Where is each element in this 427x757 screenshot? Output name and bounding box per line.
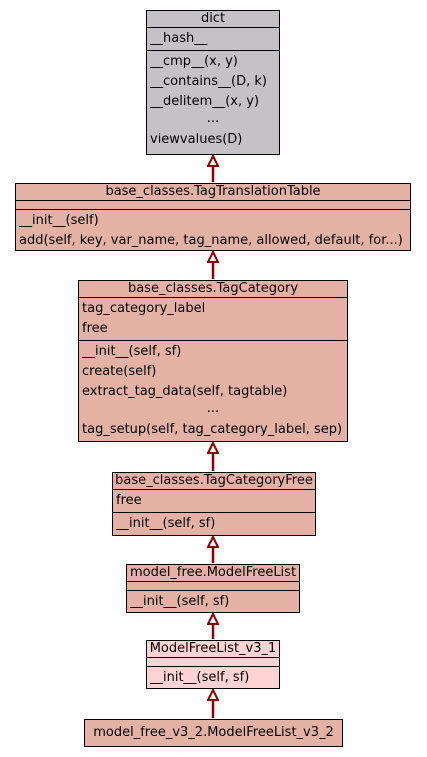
attributes-section — [16, 201, 410, 210]
method-ellipsis: ... — [206, 112, 220, 126]
class-title: base_classes.TagCategory — [79, 281, 347, 298]
methods-section: __init__(self) add(self, key, var_name, … — [16, 210, 410, 252]
class-title: base_classes.TagTranslationTable — [16, 184, 410, 201]
attributes-section: __hash__ — [147, 28, 279, 51]
attribute: free — [116, 493, 142, 508]
methods-section: __init__(self, sf) — [113, 513, 315, 535]
method: create(self) — [82, 364, 157, 379]
method: extract_tag_data(self, tagtable) — [82, 384, 288, 399]
method-ellipsis: ... — [206, 402, 220, 416]
methods-section: __init__(self, sf) create(self) extract_… — [79, 341, 347, 441]
method: __init__(self) — [19, 213, 99, 228]
class-model-free-list-v3-1[interactable]: ModelFreeList_v3_1 __init__(self, sf) — [146, 640, 280, 689]
method: __contains__(D, k) — [150, 74, 267, 89]
methods-section: __init__(self, sf) — [147, 667, 279, 689]
attribute: free — [82, 321, 108, 336]
method: __init__(self, sf) — [150, 670, 250, 685]
attributes-section: free — [113, 490, 315, 513]
class-title: dict — [147, 11, 279, 28]
method: __delitem__(x, y) — [150, 94, 260, 109]
class-model-free-list-v3-2[interactable]: model_free_v3_2.ModelFreeList_v3_2 — [84, 719, 343, 747]
class-tag-translation-table[interactable]: base_classes.TagTranslationTable __init_… — [15, 183, 411, 251]
method: viewvalues(D) — [150, 132, 243, 147]
attributes-section: tag_category_label free — [79, 298, 347, 341]
attributes-section — [147, 658, 279, 667]
class-title: base_classes.TagCategoryFree — [113, 473, 315, 490]
class-title: ModelFreeList_v3_1 — [147, 641, 279, 658]
attributes-section — [127, 582, 299, 591]
class-title: model_free_v3_2.ModelFreeList_v3_2 — [93, 725, 334, 740]
methods-section: __init__(self, sf) — [127, 591, 299, 613]
attribute: __hash__ — [150, 31, 208, 46]
method: __init__(self, sf) — [130, 594, 230, 609]
class-tag-category-free[interactable]: base_classes.TagCategoryFree free __init… — [112, 472, 316, 536]
methods-section: __cmp__(x, y) __contains__(D, k) __delit… — [147, 51, 279, 151]
method: tag_setup(self, tag_category_label, sep) — [82, 422, 343, 437]
class-model-free-list[interactable]: model_free.ModelFreeList __init__(self, … — [126, 564, 300, 613]
method: add(self, key, var_name, tag_name, allow… — [19, 233, 403, 248]
method: __cmp__(x, y) — [150, 54, 238, 69]
class-title: model_free.ModelFreeList — [127, 565, 299, 582]
method: __init__(self, sf) — [82, 344, 182, 359]
class-dict[interactable]: dict __hash__ __cmp__(x, y) __contains__… — [146, 10, 280, 155]
method: __init__(self, sf) — [116, 516, 216, 531]
class-tag-category[interactable]: base_classes.TagCategory tag_category_la… — [78, 280, 348, 442]
attribute: tag_category_label — [82, 301, 206, 316]
